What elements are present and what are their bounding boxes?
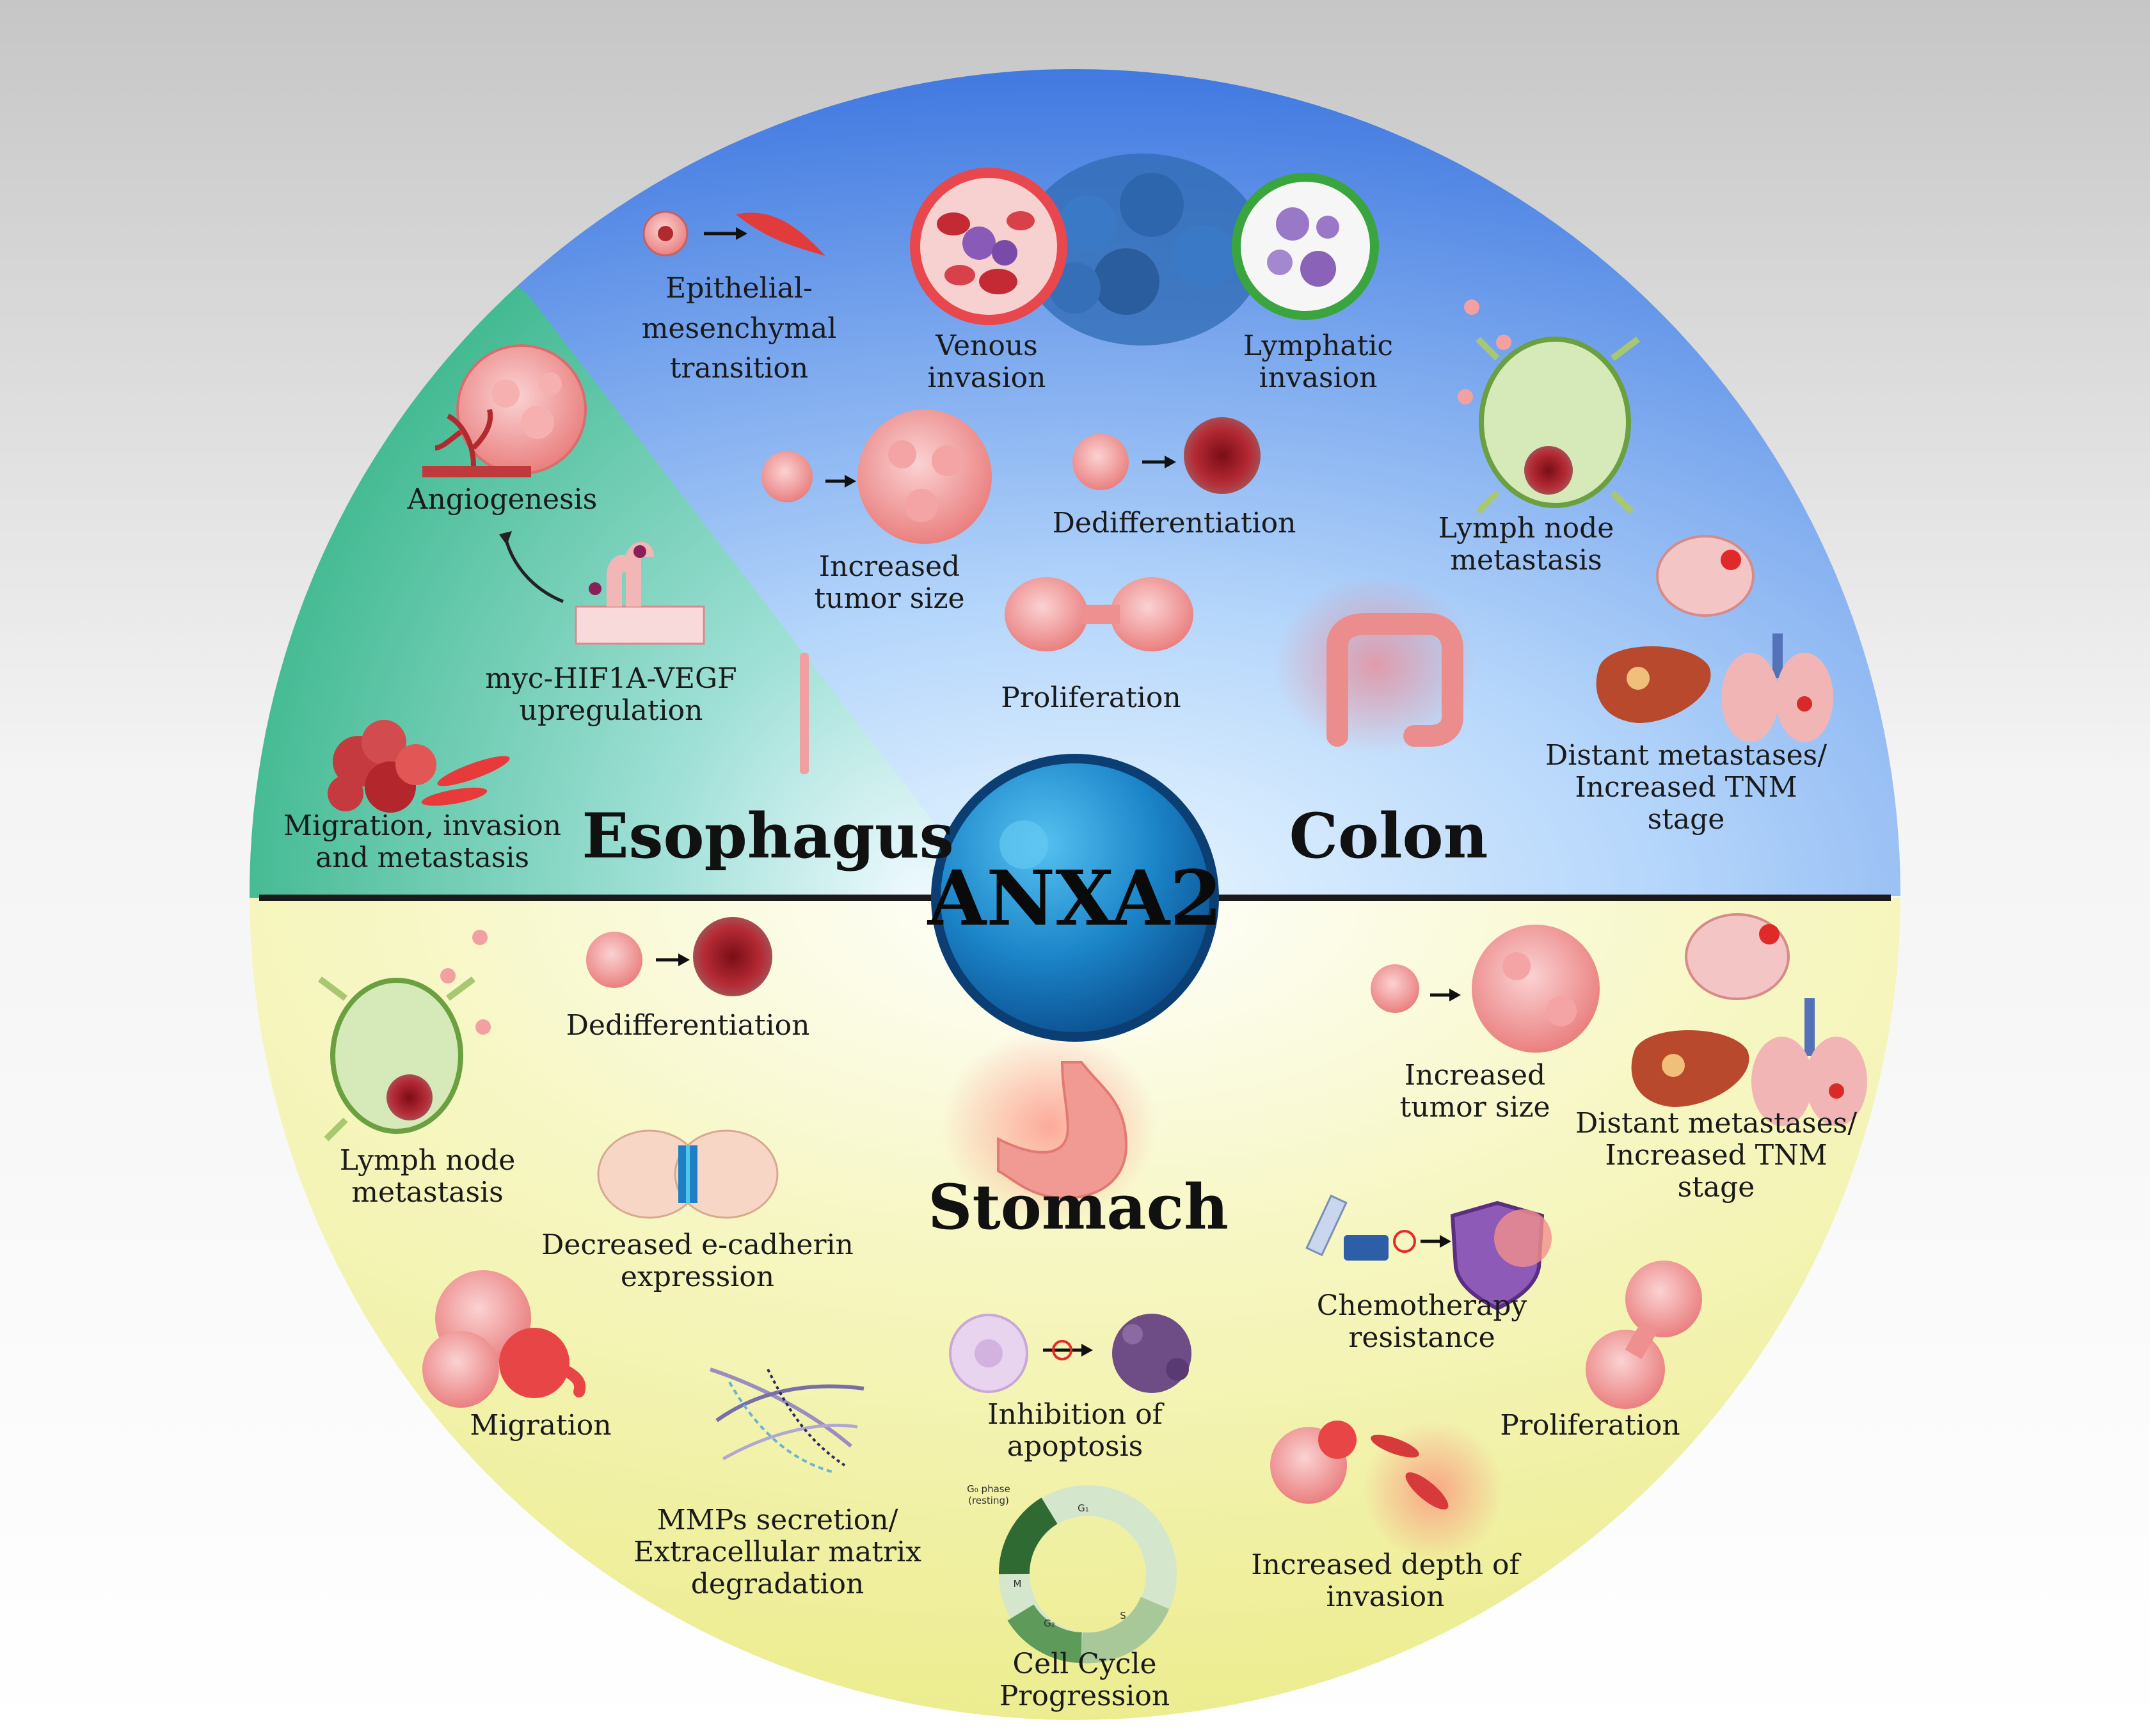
myc-label-line1: myc-HIF1A-VEGF [485, 662, 737, 695]
phase-m-label: M [1014, 1578, 1022, 1589]
cell-cycle-icon: G₀ phase (resting) G₁ S G₂ M [967, 1483, 1177, 1664]
colon-dediff-label: Dedifferentiation [1053, 507, 1296, 539]
phase-g0-note: (resting) [968, 1495, 1009, 1506]
ecm-fibers-icon [710, 1367, 864, 1473]
phase-g0-label: G₀ phase [967, 1483, 1010, 1495]
colon-lymph-node-icon [1458, 299, 1640, 514]
stomach-lymph-node-icon [318, 930, 491, 1142]
emt-line2: mesenchymal [642, 312, 837, 345]
chemo-line2: resistance [1348, 1321, 1495, 1354]
colon-distant-line2: Increased TNM [1575, 771, 1797, 804]
stomach-lymph-node-line2: metastasis [351, 1176, 503, 1209]
colon-distant-line3: stage [1648, 803, 1725, 836]
phase-g1-label: G₁ [1078, 1502, 1089, 1514]
anxa2-label: ANXA2 [927, 854, 1222, 943]
tumor-mass-icon [1021, 154, 1264, 346]
mmps-line1: MMPs secretion/ [657, 1504, 898, 1536]
venous-line2: invasion [928, 362, 1046, 394]
stomach-tumor-size-icon [1371, 925, 1600, 1053]
depth-line2: invasion [1326, 1581, 1445, 1613]
stomach-distant-metastases-icon [1631, 913, 1867, 1126]
emt-line3: transition [670, 352, 809, 385]
stomach-organ-icon [941, 1030, 1158, 1222]
colon-dedifferentiation-icon [1072, 417, 1261, 494]
depth-line1: Increased depth of [1251, 1549, 1521, 1581]
lymphatic-line2: invasion [1259, 362, 1378, 394]
ecadherin-line1: Decreased e-cadherin [541, 1229, 854, 1261]
stomach-migration-icon [422, 1270, 586, 1408]
emt-icon [642, 211, 825, 257]
colon-lymph-node-line1: Lymph node [1438, 512, 1614, 545]
ecadherin-icon [597, 1129, 779, 1219]
venous-line1: Venous [935, 330, 1038, 362]
stomach-proliferation-icon [1586, 1261, 1702, 1409]
eso-migration-line2: and metastasis [315, 841, 529, 874]
depth-of-invasion-icon [1270, 1421, 1504, 1561]
stomach-migration-label: Migration [470, 1409, 611, 1442]
colon-proliferation-icon [1005, 577, 1193, 651]
mmps-line2: Extracellular matrix [633, 1536, 921, 1568]
eso-migration-line1: Migration, invasion [283, 809, 561, 842]
mmps-line3: degradation [691, 1568, 864, 1600]
lymphatic-invasion-icon [1232, 173, 1379, 320]
stomach-distant-line1: Distant metastases/ [1575, 1107, 1857, 1140]
esophagus-label: Esophagus [582, 800, 953, 872]
colon-distant-line1: Distant metastases/ [1545, 739, 1827, 772]
stomach-label: Stomach [928, 1171, 1229, 1243]
angiogenesis-icon [422, 344, 587, 477]
myc-label-line2: upregulation [520, 694, 703, 727]
apoptosis-line2: apoptosis [1007, 1430, 1143, 1463]
apoptosis-line1: Inhibition of [987, 1398, 1164, 1431]
stomach-tumor-size-line2: tumor size [1399, 1091, 1550, 1124]
colon-tumor-size-line1: Increased [819, 550, 960, 583]
colon-lymph-node-line2: metastasis [1450, 544, 1602, 577]
myc-hif1a-vegf-icon [499, 531, 705, 645]
colon-distant-metastases-icon [1596, 535, 1833, 742]
colon-label: Colon [1289, 800, 1488, 872]
emt-line1: Epithelial- [665, 272, 813, 305]
lymphatic-line1: Lymphatic [1243, 330, 1393, 362]
colon-proliferation-label: Proliferation [1001, 681, 1181, 714]
stomach-proliferation-label: Proliferation [1500, 1409, 1680, 1442]
esophagus-tube-icon [800, 653, 809, 774]
colon-organ-icon [1273, 576, 1478, 755]
venous-invasion-icon [910, 168, 1067, 325]
colon-tumor-size-icon [761, 410, 992, 544]
phase-g2-label: G₂ [1044, 1618, 1055, 1629]
stomach-dedifferentiation-icon [586, 917, 772, 996]
stomach-dediff-label: Dedifferentiation [566, 1009, 810, 1042]
stomach-lymph-node-line1: Lymph node [340, 1144, 516, 1177]
cell-cycle-line2: Progression [999, 1680, 1170, 1712]
phase-s-label: S [1120, 1610, 1126, 1621]
ecadherin-line2: expression [621, 1261, 774, 1293]
esophagus-migration-icon [328, 720, 510, 813]
stomach-distant-line2: Increased TNM [1605, 1139, 1827, 1172]
stomach-distant-line3: stage [1678, 1171, 1755, 1204]
angiogenesis-label: Angiogenesis [407, 483, 598, 516]
stomach-tumor-size-line1: Increased [1405, 1059, 1545, 1092]
cell-cycle-line1: Cell Cycle [1012, 1648, 1156, 1680]
apoptosis-icon [949, 1314, 1191, 1393]
chemotherapy-icon [1305, 1194, 1552, 1311]
anxa2-node: ANXA2 [927, 754, 1222, 1042]
chemo-line1: Chemotherapy [1317, 1289, 1527, 1322]
colon-tumor-size-line2: tumor size [814, 582, 964, 615]
